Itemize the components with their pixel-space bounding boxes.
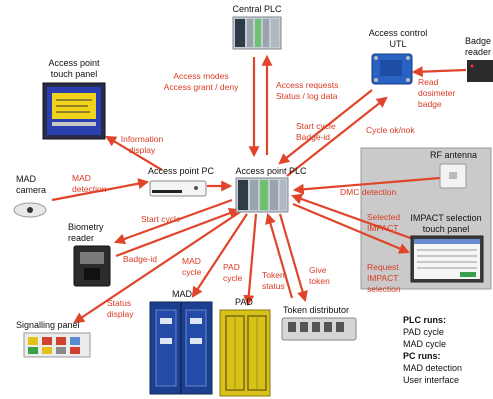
signalling-panel-icon: [23, 332, 91, 358]
note-plc-item-2: MAD cycle: [403, 339, 447, 349]
flow-read-dosimeter-line1: Read: [418, 77, 439, 87]
flow-pad-cycle-line2: cycle: [223, 273, 243, 283]
access-point-touch-panel-label-line2: touch panel: [50, 69, 98, 79]
flow-start-cycle-badge-line1: Start cycle: [296, 121, 336, 131]
arrow-ap-plc-to-utl: [286, 96, 388, 177]
arrow-ap-plc-to-signalling: [73, 211, 241, 324]
access-control-utl-icon: [371, 53, 413, 85]
pad-label: PAD: [235, 297, 253, 307]
arrow-ap-plc-to-impact: [292, 202, 411, 254]
note-pc-item-2: User interface: [403, 375, 460, 385]
badge-reader-label-line1: Badge: [465, 36, 492, 46]
flow-access-modes-line2: Access grant / deny: [163, 82, 239, 92]
flow-read-dosimeter-line3: badge: [418, 99, 442, 109]
access-point-plc-label: Access point PLC: [235, 166, 307, 176]
badge-reader-label-line2: reader: [465, 47, 492, 57]
flow-token-status-line1: Token: [262, 270, 285, 280]
flow-status-display-line2: display: [107, 309, 134, 319]
impact-touch-panel-icon: [410, 235, 484, 283]
central-plc-label: Central PLC: [232, 4, 282, 14]
flow-access-modes-line1: Access modes: [173, 71, 229, 81]
biometry-reader-label-line1: Biometry: [68, 222, 104, 232]
rf-antenna-icon: [439, 163, 467, 189]
flow-mad-detection-line2: detection: [72, 184, 107, 194]
mad-cabinet-icon: [149, 301, 213, 395]
biometry-reader-icon: [73, 245, 111, 287]
central-plc-icon: [232, 16, 282, 50]
flow-start-cycle: Start cycle: [141, 214, 181, 224]
access-point-pc-label: Access point PC: [147, 166, 215, 176]
flow-access-requests-line2: Status / log data: [276, 91, 338, 101]
flow-selected-impact-line1: Selected: [367, 212, 401, 222]
mad-camera-icon: [13, 202, 47, 218]
note-plc-item-1: PAD cycle: [403, 327, 444, 337]
flow-dmc-detection: DMC detection: [340, 187, 397, 197]
flow-pad-cycle-line1: PAD: [223, 262, 240, 272]
flow-give-token-line2: token: [309, 276, 330, 286]
token-distributor-label: Token distributor: [283, 305, 350, 315]
note-plc-runs-heading: PLC runs:: [403, 315, 447, 325]
mad-camera-label-line2: camera: [16, 185, 47, 195]
flow-cycle-ok-nok: Cycle ok/nok: [366, 125, 415, 135]
access-point-plc-icon: [235, 177, 289, 213]
pad-cabinet-icon: [219, 309, 271, 397]
mad-camera-label-line1: MAD: [16, 174, 36, 184]
access-control-utl-label-line1: Access control: [368, 28, 428, 38]
flow-mad-cycle-line2: cycle: [182, 267, 202, 277]
access-point-touch-panel-icon: [42, 82, 106, 140]
flow-start-cycle-badge-line2: Badge-id: [296, 132, 331, 142]
access-point-touch-panel-label-line1: Access point: [48, 58, 100, 68]
impact-panel-label-line2: touch panel: [422, 224, 470, 234]
flow-give-token-line1: Give: [309, 265, 327, 275]
impact-panel-label-line1: IMPACT selection: [410, 213, 482, 223]
note-pc-item-1: MAD detection: [403, 363, 463, 373]
badge-reader-icon: [467, 60, 493, 82]
arrow-ap-plc-to-pad: [243, 213, 258, 307]
flow-request-impact-line1: Request: [367, 262, 399, 272]
arrow-pc-to-touch-panel: [105, 135, 163, 171]
flow-information-display-line1: Information: [120, 134, 164, 144]
flow-request-impact-line2: IMPACT: [367, 273, 399, 283]
flow-mad-detection-line1: MAD: [72, 173, 91, 183]
biometry-reader-label-line2: reader: [68, 233, 95, 243]
flow-badge-id: Badge-id: [123, 254, 158, 264]
arrow-biometry-to-ap-plc: [115, 207, 241, 258]
flow-read-dosimeter-line2: dosimeter: [418, 88, 456, 98]
arrow-rf-to-ap-plc: [292, 176, 441, 195]
flow-token-status-line2: status: [262, 281, 285, 291]
arrow-token-to-ap-plc: [265, 212, 294, 299]
arrow-camera-to-pc: [51, 178, 150, 202]
access-control-utl-label-line2: UTL: [389, 39, 407, 49]
mad-label: MAD: [172, 289, 192, 299]
arrow-ap-plc-to-biometry: [113, 198, 233, 245]
flow-selected-impact-line2: IMPACT: [367, 223, 399, 233]
flow-access-requests-line1: Access requests: [276, 80, 339, 90]
flow-information-display-line2: display: [128, 145, 156, 155]
arrow-badge-to-utl: [411, 66, 467, 78]
arrow-impact-to-ap-plc: [290, 193, 417, 242]
note-pc-runs-heading: PC runs:: [403, 351, 441, 361]
arrow-ap-plc-to-token: [278, 213, 308, 303]
flow-arrows: [51, 54, 467, 324]
flow-status-display-line1: Status: [107, 298, 132, 308]
flow-request-impact-line3: selection: [367, 284, 401, 294]
token-distributor-icon: [281, 317, 357, 341]
access-point-pc-icon: [149, 180, 207, 197]
flow-mad-cycle-line1: MAD: [182, 256, 201, 266]
arrow-utl-to-ap-plc: [278, 89, 373, 165]
signalling-panel-label: Signalling panel: [16, 320, 80, 330]
rf-antenna-label: RF antenna: [430, 150, 478, 160]
arrow-ap-plc-to-mad: [191, 213, 248, 298]
